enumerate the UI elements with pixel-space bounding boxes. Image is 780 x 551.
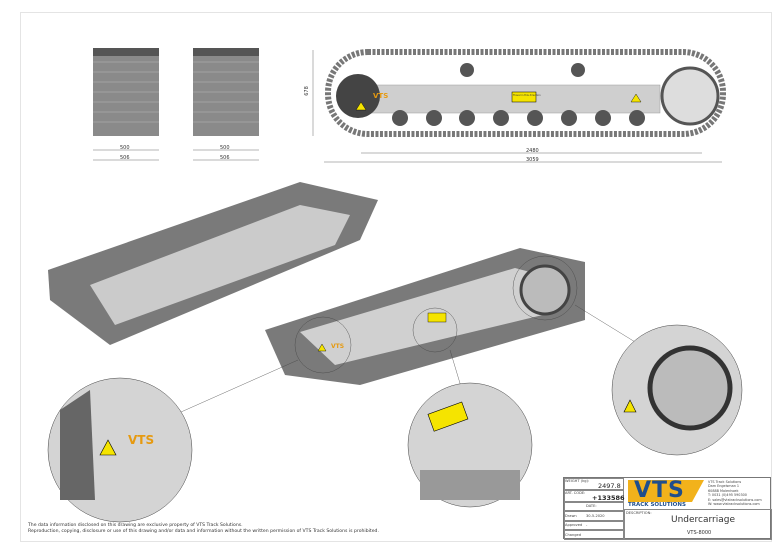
- iso-track-front: [265, 248, 585, 385]
- brand-decal-detail: VTS: [128, 433, 155, 447]
- direction-decal-label: Travel in this direction: [513, 94, 541, 97]
- drawing-sheet: [20, 12, 772, 542]
- logo-subtitle: TRACK SOLUTIONS: [628, 502, 686, 508]
- disclaimer-line-2: Reproduction, copying, disclosure or use…: [28, 529, 379, 534]
- art-code-value: +133586: [592, 494, 625, 502]
- dim-front-outer-1: 506: [120, 155, 130, 161]
- contact-info: VTS Track Solutions Dam Engelsman 1 6088…: [708, 480, 762, 506]
- contact-street: Dam Engelsman 1: [708, 484, 740, 489]
- weight-value: 2497.8: [598, 482, 621, 490]
- contact-website: W: www.vtstracksolutions.com: [708, 502, 760, 507]
- disclaimer-line-1: The data information disclosed on this d…: [28, 523, 243, 528]
- dim-length: 3059: [526, 157, 539, 163]
- date-label: DATE:: [586, 504, 597, 508]
- detail-middle: [407, 382, 533, 508]
- iso-track-rear: [48, 182, 378, 345]
- dim-front-inner-1: 500: [120, 145, 130, 151]
- weight-label: WEIGHT (kg):: [565, 479, 590, 483]
- dim-wheelbase: 2480: [526, 148, 539, 154]
- side-view: [325, 49, 726, 137]
- dim-front-outer-2: 506: [220, 155, 230, 161]
- description-label: DESCRIPTION:: [626, 511, 652, 515]
- disclaimer: The data information disclosed on this d…: [28, 523, 379, 535]
- model-number: VTS-8000: [687, 530, 712, 536]
- approved-value: -: [586, 523, 588, 527]
- drawn-label: Drawn: [565, 514, 577, 518]
- contact-company: VTS Track Solutions: [708, 480, 742, 484]
- logo-text: VTS: [634, 478, 685, 503]
- title-block: WEIGHT (kg): 2497.8 ART. CODE: +133586 D…: [563, 477, 772, 540]
- vts-logo: VTS TRACK SOLUTIONS: [624, 478, 706, 509]
- brand-decal: VTS: [373, 92, 389, 100]
- front-view-1: [93, 48, 159, 136]
- changed-label: Changed: [565, 533, 582, 537]
- contact-email: E: sales@vtstracksolutions.com: [708, 497, 762, 502]
- contact-phone: T: 0031 (0)495 590300: [708, 493, 747, 498]
- dim-height: 678: [303, 86, 310, 96]
- detail-right: [611, 324, 743, 456]
- dim-front-inner-2: 500: [220, 145, 230, 151]
- detail-left: [47, 377, 193, 523]
- art-code-label: ART. CODE:: [565, 491, 586, 495]
- approved-label: Approved: [565, 523, 583, 527]
- description-cell: DESCRIPTION: Undercarriage VTS-8000: [624, 509, 772, 540]
- contact-city: 6088B Molenhoek: [708, 488, 739, 493]
- drawn-date: 30-5-2020: [586, 514, 605, 518]
- brand-decal-iso: VTS: [331, 343, 345, 350]
- description-value: Undercarriage: [671, 515, 736, 525]
- front-view-2: [193, 48, 259, 136]
